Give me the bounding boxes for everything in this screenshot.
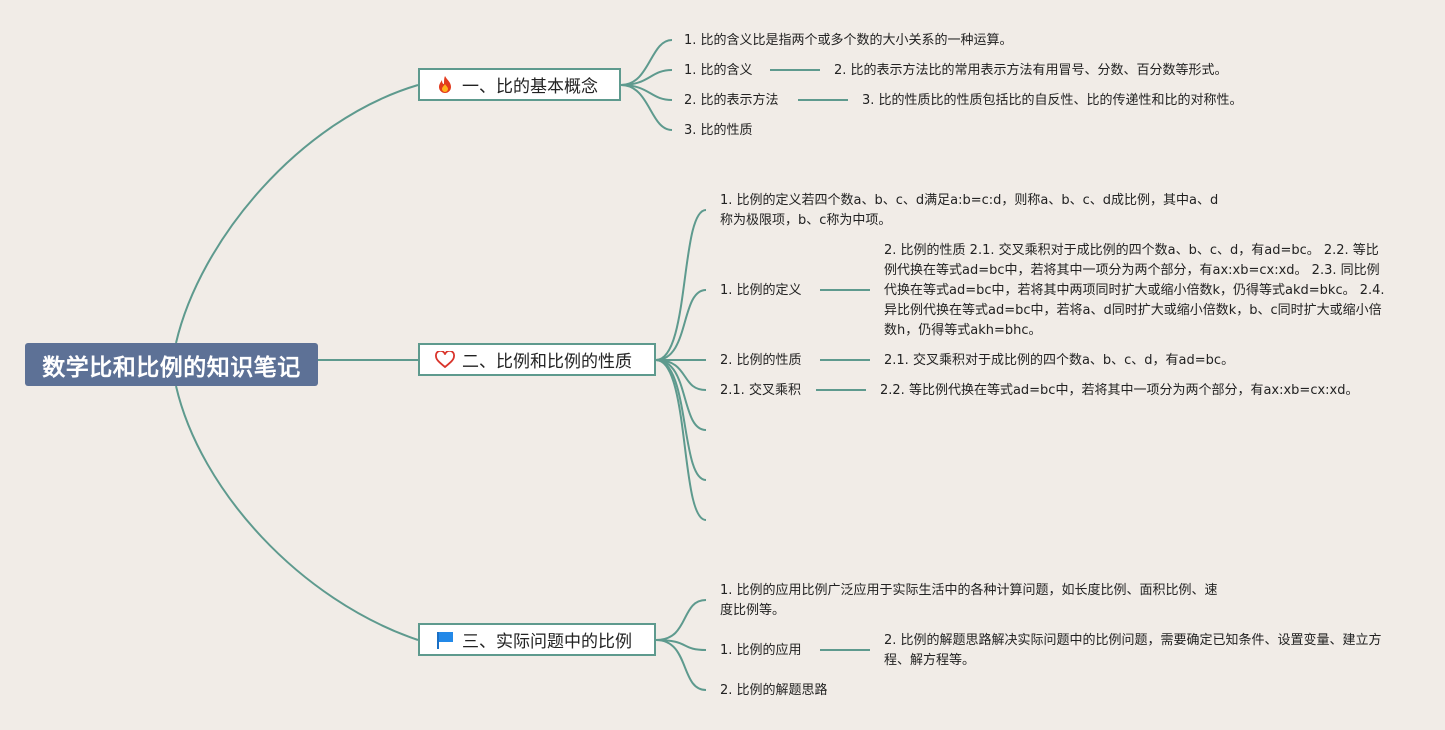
list-item-note[interactable]: 2. 比例的性质 2.1. 交叉乘积对于成比例的四个数a、b、c、d，有ad=b… (884, 243, 1385, 338)
list-item[interactable]: 1. 比例的定义若四个数a、b、c、d满足a:b=c:d，则称a、b、c、d成比… (720, 193, 1219, 228)
list-item[interactable]: 1. 比的含义比是指两个或多个数的大小关系的一种运算。 (684, 33, 1013, 48)
branch-label: 三、实际问题中的比例 (462, 632, 632, 652)
list-item[interactable]: 1. 比例的定义 (720, 283, 802, 298)
list-item-note[interactable]: 3. 比的性质比的性质包括比的自反性、比的传递性和比的对称性。 (862, 93, 1243, 108)
list-item[interactable]: 1. 比的含义 (684, 63, 753, 78)
branch-label: 二、比例和比例的性质 (462, 352, 632, 372)
root-title: 数学比和比例的知识笔记 (42, 354, 301, 381)
list-item[interactable]: 2.1. 交叉乘积 (720, 383, 801, 398)
heart-icon (434, 350, 456, 370)
list-item[interactable]: 1. 比例的应用比例广泛应用于实际生活中的各种计算问题，如长度比例、面积比例、速… (720, 583, 1218, 618)
fire-icon (434, 75, 456, 95)
branch-label: 一、比的基本概念 (462, 77, 598, 97)
list-item-note[interactable]: 2.1. 交叉乘积对于成比例的四个数a、b、c、d，有ad=bc。 (884, 353, 1235, 368)
branch-node-basic-concept[interactable]: 一、比的基本概念 (418, 68, 621, 101)
list-item[interactable]: 2. 比的表示方法 (684, 93, 779, 108)
root-node[interactable]: 数学比和比例的知识笔记 (25, 343, 318, 386)
list-item-note[interactable]: 2.2. 等比例代换在等式ad=bc中，若将其中一项分为两个部分，有ax:xb=… (880, 383, 1359, 398)
list-item[interactable]: 3. 比的性质 (684, 123, 753, 138)
list-item[interactable]: 1. 比例的应用 (720, 643, 802, 658)
list-item-note[interactable]: 2. 比的表示方法比的常用表示方法有用冒号、分数、百分数等形式。 (834, 63, 1228, 78)
list-item[interactable]: 2. 比例的性质 (720, 353, 802, 368)
list-item[interactable]: 2. 比例的解题思路 (720, 683, 828, 698)
branch-node-proportion-properties[interactable]: 二、比例和比例的性质 (418, 343, 656, 376)
branch-node-practical-problems[interactable]: 三、实际问题中的比例 (418, 623, 656, 656)
flag-icon (434, 630, 456, 650)
list-item-note[interactable]: 2. 比例的解题思路解决实际问题中的比例问题，需要确定已知条件、设置变量、建立方… (884, 633, 1382, 668)
